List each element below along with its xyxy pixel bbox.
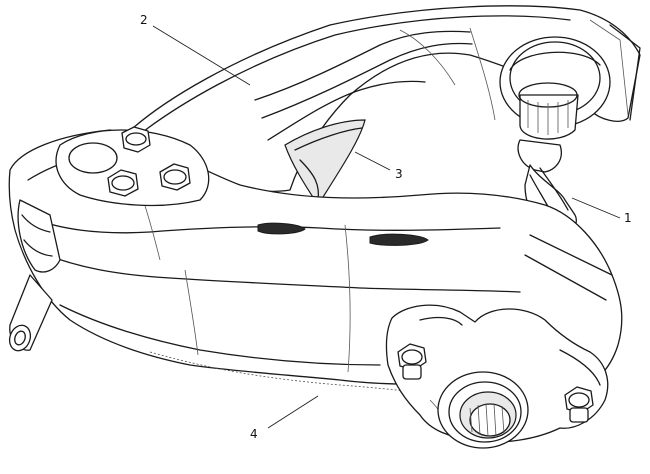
leader-line-3 [354,151,391,171]
leader-line-2 [152,25,251,86]
callout-labels: 2 3 1 4 [140,13,632,441]
callout-label-2: 2 [140,13,148,27]
leader-line-1 [571,197,621,219]
left-ball-stud [8,199,61,352]
bushing-sleeve [437,371,529,449]
leader-lines [152,25,621,429]
leader-line-4 [267,395,319,429]
arm-slots [257,222,429,246]
bolt-head-icon [107,126,191,197]
callout-label-1: 1 [624,211,632,225]
callout-label-4: 4 [250,427,258,441]
nut-icon [397,343,594,423]
callout-label-3: 3 [395,167,403,181]
